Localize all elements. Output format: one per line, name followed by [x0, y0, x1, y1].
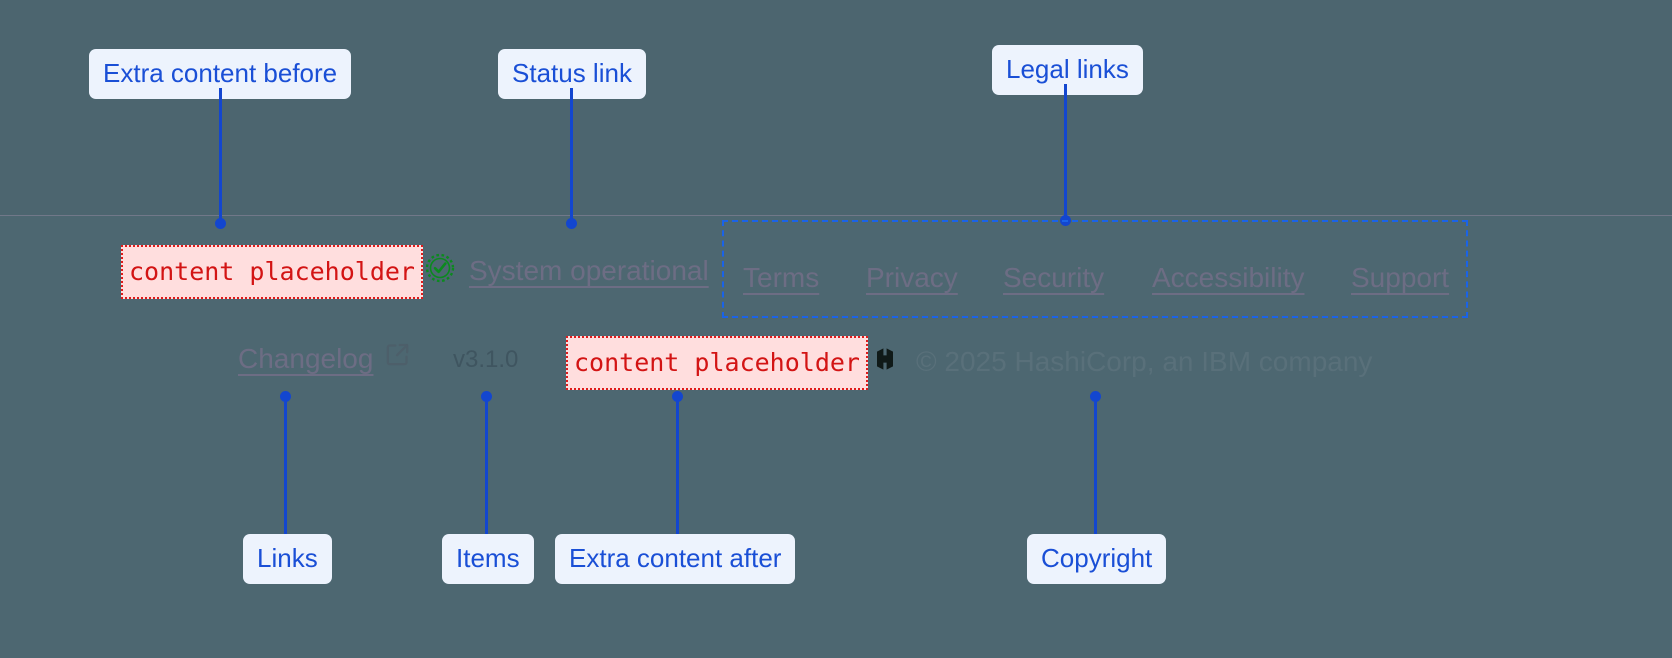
callout-extra-content-after: Extra content after: [555, 534, 796, 584]
changelog-link-label: Changelog: [238, 343, 374, 374]
legal-link-support[interactable]: Support: [1351, 262, 1450, 293]
leader-dot-extra-content-before: [215, 218, 226, 229]
status-link-label: System operational: [469, 254, 709, 286]
legal-links-group: Terms Privacy Security Accessibility Sup…: [722, 220, 1468, 318]
leader-line-extra-content-after: [676, 396, 679, 534]
check-circle-icon: [424, 252, 456, 289]
leader-line-extra-content-before: [219, 88, 222, 222]
brand-copyright: © 2025 HashiCorp, an IBM company: [868, 342, 1372, 381]
extra-content-after-placeholder: content placeholder: [566, 336, 868, 390]
hashicorp-logo: [868, 342, 902, 381]
legal-link-terms[interactable]: Terms: [743, 262, 820, 293]
legal-link-security[interactable]: Security: [1003, 262, 1105, 293]
legal-link-accessibility[interactable]: Accessibility: [1152, 262, 1305, 293]
status-link[interactable]: System operational: [424, 252, 709, 289]
external-link-icon: [384, 341, 411, 373]
copyright-text: © 2025 HashiCorp, an IBM company: [916, 345, 1373, 377]
version-label: v3.1.0: [453, 346, 519, 373]
leader-line-legal-links: [1064, 84, 1067, 219]
callout-legal-links: Legal links: [992, 45, 1143, 95]
extra-content-before-placeholder: content placeholder: [121, 245, 423, 299]
footer-top-divider: [0, 215, 1672, 216]
page-background-top: [0, 0, 1672, 215]
callout-copyright: Copyright: [1027, 534, 1167, 584]
legal-link-privacy[interactable]: Privacy: [866, 262, 958, 293]
callout-items: Items: [442, 534, 534, 584]
leader-line-items: [485, 396, 488, 534]
changelog-link[interactable]: Changelog: [238, 343, 411, 375]
leader-dot-status-link: [566, 218, 577, 229]
leader-line-status-link: [570, 88, 573, 222]
callout-links: Links: [243, 534, 332, 584]
leader-line-links: [284, 396, 287, 534]
leader-line-copyright: [1094, 396, 1097, 534]
